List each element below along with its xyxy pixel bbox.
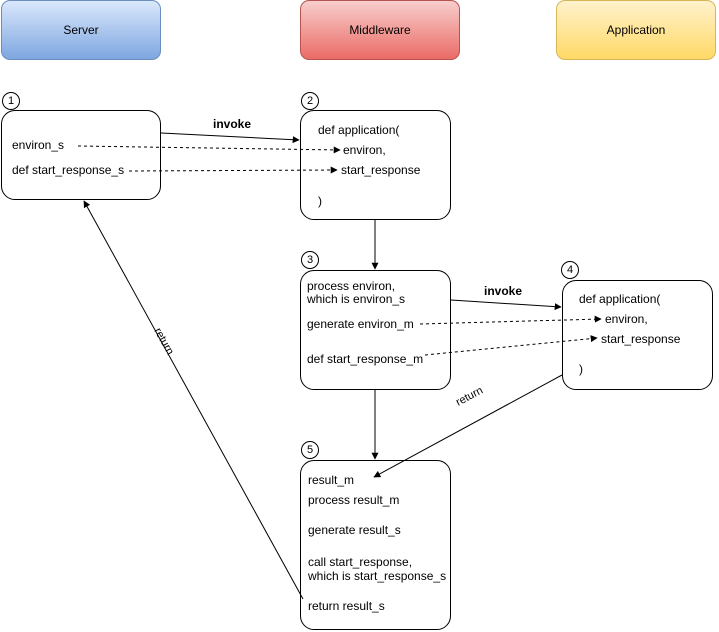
step-badge-3: 3 (301, 251, 319, 269)
edge-invoke-2 (450, 299, 562, 311)
edge-environ-m-to-environ (419, 315, 602, 325)
step-badge-2: 2 (301, 92, 319, 110)
step4-start-response: start_response (601, 332, 681, 346)
step-box-4 (562, 280, 713, 390)
step4-def-application: def application( (579, 292, 661, 306)
step-badge-1: 1 (2, 92, 20, 110)
step2-environ: environ, (343, 143, 386, 157)
step1-environ-s: environ_s (12, 138, 65, 152)
step3-def-start-response-m: def start_response_m (307, 352, 424, 366)
edge-label-invoke-2: invoke (484, 284, 523, 298)
step2-close-paren: ) (318, 194, 322, 208)
step5-which-is-start-response-s: which is start_response_s (308, 569, 447, 583)
edge-label-invoke-1: invoke (213, 117, 252, 131)
lane-label-middleware: Middleware (349, 23, 411, 37)
step2-def-application: def application( (318, 123, 400, 137)
step-box-5 (300, 460, 451, 630)
step4-close-paren: ) (579, 362, 583, 376)
step3-which-is-environ-s: which is environ_s (307, 292, 406, 306)
step3-process-environ: process environ, (307, 279, 396, 293)
step-badge-4: 4 (561, 261, 579, 279)
step-box-2 (300, 110, 451, 220)
edge-return-app-to-result (373, 374, 563, 478)
lane-label-server: Server (63, 23, 99, 37)
edge-start-response-s-to-start-response (128, 166, 338, 174)
edge-return-to-server (83, 200, 304, 600)
edge-environ-s-to-environ (77, 145, 341, 154)
step3-generate-environ-m: generate environ_m (307, 317, 414, 331)
lane-header-application: Application (556, 0, 716, 60)
step1-start-response-s: def start_response_s (12, 163, 125, 177)
step2-start-response: start_response (341, 163, 421, 177)
lane-header-middleware: Middleware (300, 0, 460, 60)
step-box-1 (1, 110, 161, 200)
edge-invoke-1 (160, 132, 300, 144)
step5-generate-result-s: generate result_s (308, 523, 401, 537)
step5-result-m: result_m (308, 473, 355, 487)
lane-label-application: Application (606, 23, 666, 37)
lane-header-server: Server (1, 0, 161, 60)
edge-start-response-m-to-start-response (424, 335, 598, 356)
step4-environ: environ, (605, 312, 648, 326)
step5-return-result-s: return result_s (308, 599, 385, 613)
step5-process-result-m: process result_m (308, 493, 400, 507)
step-box-3 (300, 270, 451, 390)
step-badge-5: 5 (301, 441, 319, 459)
step5-call-start-response: call start_response, (308, 555, 413, 569)
